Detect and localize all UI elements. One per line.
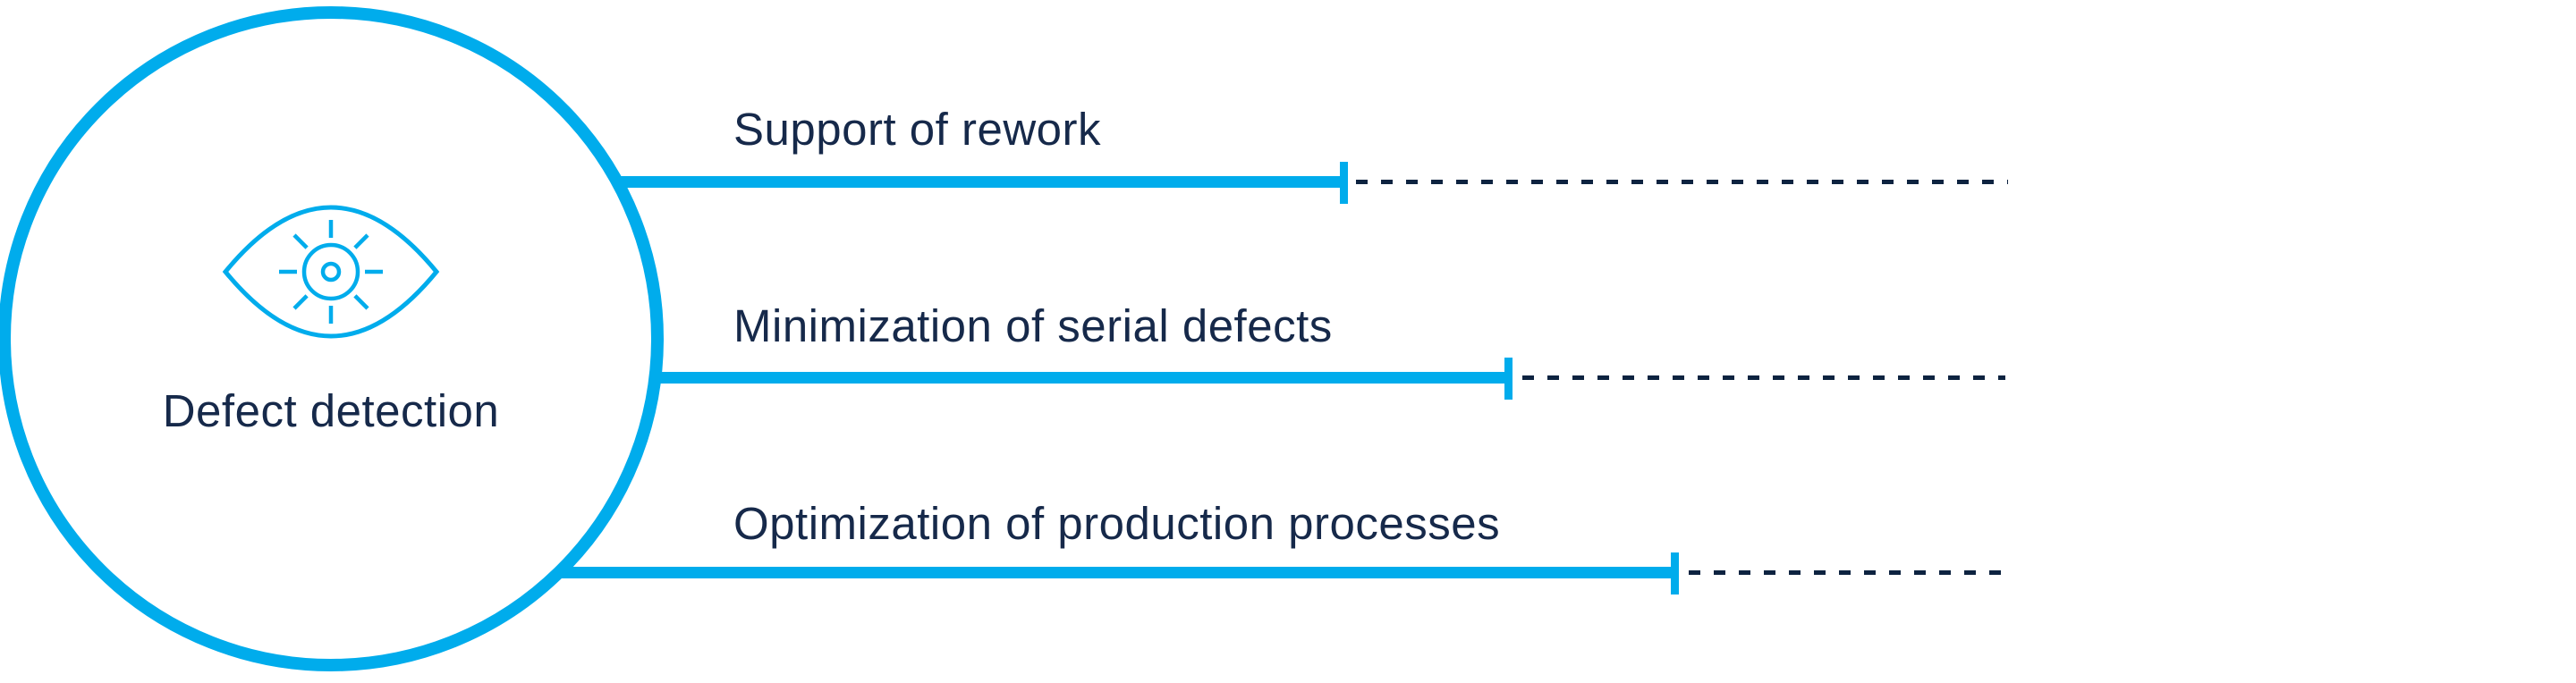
branch-label-minimization-of-serial-defects: Minimization of serial defects — [733, 300, 1333, 351]
dashed-line — [1356, 180, 2008, 184]
eye-icon — [222, 205, 440, 339]
branch-label-optimization-of-production-processes: Optimization of production processes — [733, 498, 1501, 549]
connector-line — [322, 567, 1679, 578]
connector-endpoint-tick — [1504, 358, 1513, 400]
dashed-line — [1522, 375, 2005, 380]
branch-label-support-of-rework: Support of rework — [733, 104, 1102, 155]
hub-label: Defect detection — [162, 385, 500, 436]
dashed-line — [1689, 570, 2004, 575]
connector-endpoint-tick — [1671, 552, 1679, 594]
connector-endpoint-tick — [1340, 162, 1348, 204]
